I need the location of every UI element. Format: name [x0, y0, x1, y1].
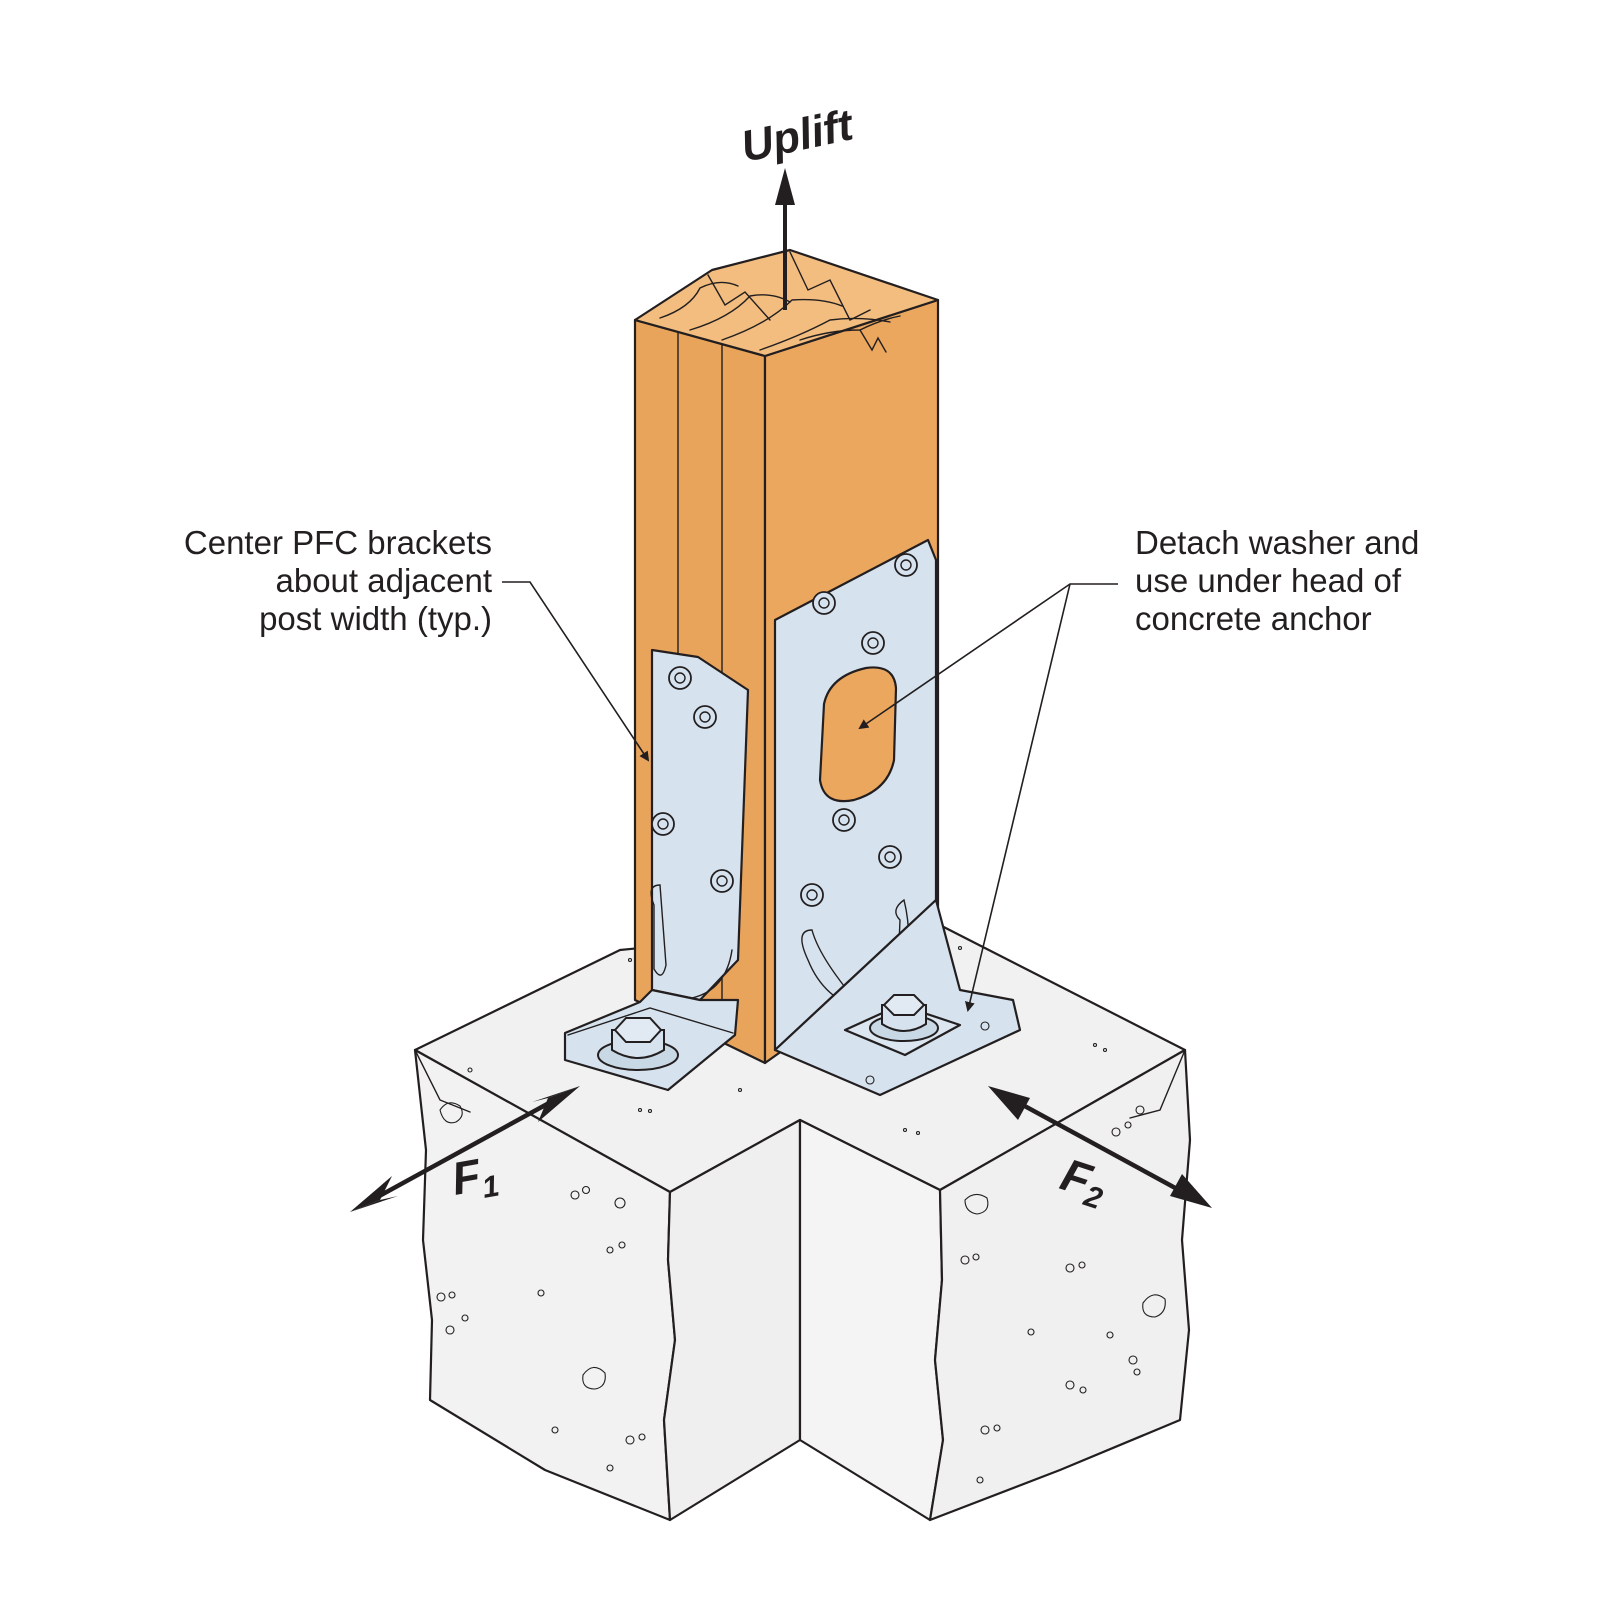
- screw-icon: [800, 883, 824, 907]
- left-callout-line-1: Center PFC brackets: [184, 524, 492, 561]
- screw-icon: [710, 869, 734, 893]
- right-callout-line-1: Detach washer and: [1135, 524, 1419, 561]
- screw-icon: [861, 631, 885, 655]
- double-arrow-icon: [988, 1086, 1030, 1120]
- right-callout-line-2: use under head of: [1135, 562, 1402, 599]
- bolt-icon: [597, 1017, 679, 1071]
- uplift-label: Uplift: [737, 100, 859, 172]
- footing-center-right-face: [798, 1118, 945, 1522]
- left-bracket-gusset: [650, 884, 667, 976]
- screw-icon: [693, 705, 717, 729]
- screw-icon: [878, 845, 902, 869]
- right-callout-leader-washer: [965, 583, 1071, 1012]
- f1-double-arrow: [350, 1086, 580, 1212]
- arrow-icon: [775, 168, 795, 205]
- footing-right-face: [928, 1048, 1192, 1522]
- left-callout-line-2: about adjacent: [275, 562, 492, 599]
- left-pfc-bracket: [563, 648, 750, 1092]
- screw-icon: [812, 591, 836, 615]
- left-callout-line-3: post width (typ.): [259, 600, 492, 637]
- right-callout-line-3: concrete anchor: [1135, 600, 1372, 637]
- f2-double-arrow: [988, 1086, 1212, 1208]
- concrete-footing: [413, 918, 1192, 1522]
- washer-knockout: [818, 666, 898, 803]
- screw-icon: [832, 808, 856, 832]
- footing-aggregate: [436, 945, 1166, 1484]
- double-arrow-icon: [350, 1176, 392, 1212]
- left-callout-leader: [502, 581, 650, 762]
- uplift-arrow: [775, 168, 795, 310]
- right-callout: Detach washer and use under head of conc…: [858, 524, 1419, 1012]
- right-pfc-bracket: [773, 538, 1022, 1097]
- screw-icon: [651, 812, 675, 836]
- left-callout: Center PFC brackets about adjacent post …: [184, 524, 650, 762]
- bolt-icon: [869, 994, 939, 1042]
- f1-subscript: 1: [480, 1169, 502, 1204]
- screw-icon: [668, 666, 692, 690]
- screw-icon: [894, 553, 918, 577]
